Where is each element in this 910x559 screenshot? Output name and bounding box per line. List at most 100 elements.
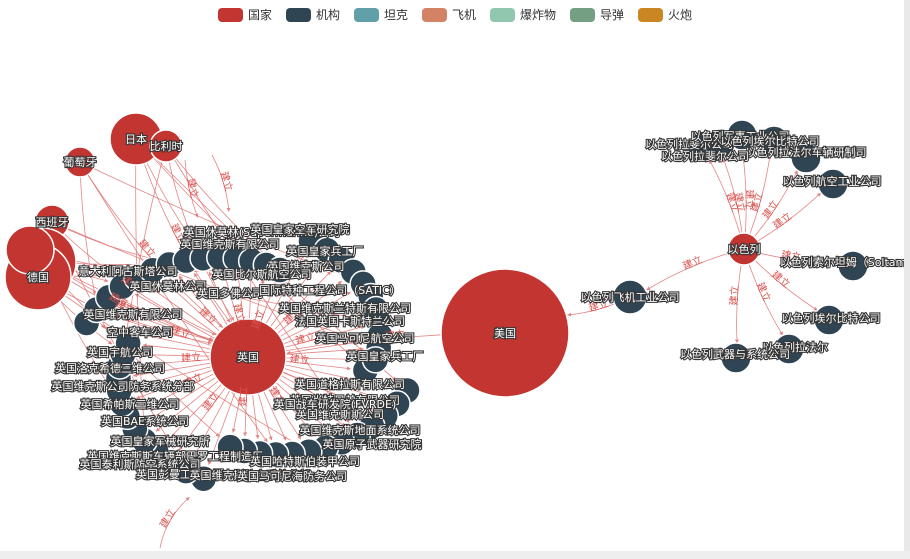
country-node-portugal[interactable] <box>64 146 96 178</box>
country-node-germany-label: 德国 <box>27 270 49 284</box>
org-node-israel[interactable] <box>758 125 790 157</box>
israel-org-label: 以色列拉法尔 <box>762 340 828 354</box>
country-node[interactable] <box>5 225 55 275</box>
legend-item[interactable]: 机构 <box>285 6 340 23</box>
org-node[interactable] <box>361 346 390 374</box>
nodes-layer <box>4 112 869 493</box>
legend-label: 国家 <box>247 8 272 22</box>
israel-org-label: 以色列航空工业公司 <box>783 174 882 188</box>
legend-item[interactable]: 导弹 <box>570 6 624 23</box>
edge-label: 建立 <box>385 327 406 342</box>
legend-item[interactable]: 飞机 <box>421 6 476 23</box>
country-node-belgium[interactable] <box>149 129 183 163</box>
israel-org-label: 以色列埃尔比特公司 <box>721 134 820 148</box>
country-node-usa[interactable] <box>440 268 570 398</box>
country-node-spain-label: 西班牙 <box>36 216 69 229</box>
edge-label: 建立 <box>218 170 236 193</box>
relation-edge <box>159 496 190 549</box>
legend-label: 机构 <box>315 8 340 22</box>
legend-swatch <box>490 7 515 22</box>
country-node-israel[interactable] <box>727 232 761 266</box>
org-node-label: 英国休莫林(Supermarine)公司 <box>184 225 340 239</box>
edge-label: 建立 <box>136 236 159 260</box>
country-node-usa-label: 美国 <box>494 327 516 340</box>
country-node-portugal-label: 葡萄牙 <box>64 156 97 169</box>
legend-item[interactable]: 国家 <box>217 6 272 23</box>
org-node[interactable] <box>266 256 294 284</box>
org-node[interactable] <box>216 433 244 461</box>
country-node-uk[interactable] <box>209 318 287 396</box>
org-node-label: 英国比尔斯航空公司 <box>213 267 312 281</box>
israel-org-label: 以色列拉斐尔公司 <box>661 149 749 163</box>
relation-edge <box>184 159 199 218</box>
org-node-label: 英国休莫林公司 <box>130 279 207 293</box>
org-node-israel[interactable] <box>790 142 822 174</box>
edge-label: 建立 <box>157 506 178 530</box>
relation-edge <box>41 261 372 411</box>
relation-edge <box>211 154 231 212</box>
legend-swatch <box>638 7 664 22</box>
legend-label: 导弹 <box>600 8 625 22</box>
legend-swatch <box>421 7 447 22</box>
right-frame <box>904 0 910 559</box>
relation-edge <box>79 161 268 443</box>
org-node-israel[interactable] <box>837 250 869 282</box>
org-node-label: 英国皇家空军研究院 <box>251 222 350 236</box>
org-node-label: 英国BAE系统公司 <box>101 414 189 428</box>
org-node-israel[interactable] <box>817 168 849 200</box>
legend-label: 爆炸物 <box>520 8 557 22</box>
legend: 国家 机构 坦克飞机 爆炸物 导弹火炮 <box>0 6 910 23</box>
legend-swatch <box>570 7 596 22</box>
org-node[interactable] <box>114 329 142 357</box>
israel-org-label: 以色列拉斐尔公司 <box>645 137 733 151</box>
org-node-label: 国际特种工程公司（SATIC） <box>259 283 401 297</box>
legend-swatch <box>353 7 379 22</box>
relation-edge <box>51 221 366 344</box>
legend-swatch <box>285 7 311 22</box>
legend-label: 坦克 <box>383 8 408 22</box>
legend-item[interactable]: 火炮 <box>638 6 692 23</box>
org-node-israel[interactable] <box>813 304 845 336</box>
org-node-label: 英国皇家兵工厂 <box>347 349 424 363</box>
org-node-label: 英国维克斯防空系统分部 <box>190 468 311 482</box>
legend-item[interactable]: 坦克 <box>353 6 408 23</box>
relation-edge <box>37 276 297 444</box>
edge-label: 建立 <box>731 191 748 213</box>
org-node-label: 英国维克斯地面系统公司 <box>300 423 421 437</box>
israel-org-label: 以色列埃尔比特公司 <box>782 311 881 325</box>
org-node-label: 英国肖特兄弟有限公司 <box>290 393 400 407</box>
israel-org-label: 以色列索尔坦姆（Soltam <box>780 255 907 269</box>
org-node-label: 英国道格拉斯有限公司 <box>295 377 405 391</box>
country-node-japan-label: 日本 <box>125 132 147 146</box>
org-node-israel-aircraft-label: 以色列飞机工业公司 <box>581 290 680 304</box>
org-node-label: 英国维克斯斯车辆部巴罗工程制造厂 <box>87 449 263 463</box>
org-node-israel[interactable] <box>720 342 752 374</box>
org-node-label: 英国维克斯有限公司 <box>84 307 183 321</box>
org-node-label: 英国维克斯斯公司 <box>296 407 384 421</box>
org-node-label: 英国皇家军械研究所 <box>111 434 210 448</box>
legend-swatch <box>217 7 243 22</box>
org-node-israel[interactable] <box>773 333 805 365</box>
edge-label: 建立 <box>743 189 756 209</box>
israel-org-label: 以色列拉法尔车辆研制司 <box>746 145 867 159</box>
edge-label: 建立 <box>780 248 802 264</box>
org-node-label: 英国泰利斯防空系统公司 <box>80 457 201 471</box>
org-node-label: 英国皇家兵工厂 <box>287 244 364 258</box>
edge-label: 建立 <box>184 177 201 199</box>
org-node-label: 空中客车公司 <box>107 325 173 339</box>
org-node-israel[interactable] <box>704 128 736 160</box>
org-node-label: 英国洛克希德三维公司 <box>55 361 165 375</box>
org-node-israel-aircraft[interactable] <box>612 279 648 315</box>
labels-layer: 建立建立建立建立建立建立建立建立建立建立建立建立建立建立建立建立建立建立建立建立… <box>26 128 907 530</box>
legend-item[interactable]: 爆炸物 <box>490 6 556 23</box>
org-node-label: 英国宇航公司 <box>87 345 153 359</box>
edges-layer <box>29 138 839 549</box>
org-node-label: 英国维克斯有限公司 <box>181 237 280 251</box>
org-node-label: 法国英国卡斯特兰公司 <box>295 314 405 328</box>
relation-edge <box>79 161 350 279</box>
org-node-label: 英国原子武器研究院 <box>323 437 422 451</box>
edge-label: 建立 <box>769 268 793 291</box>
org-node-label: 英国战车研发院(FVRDE) <box>274 397 397 411</box>
